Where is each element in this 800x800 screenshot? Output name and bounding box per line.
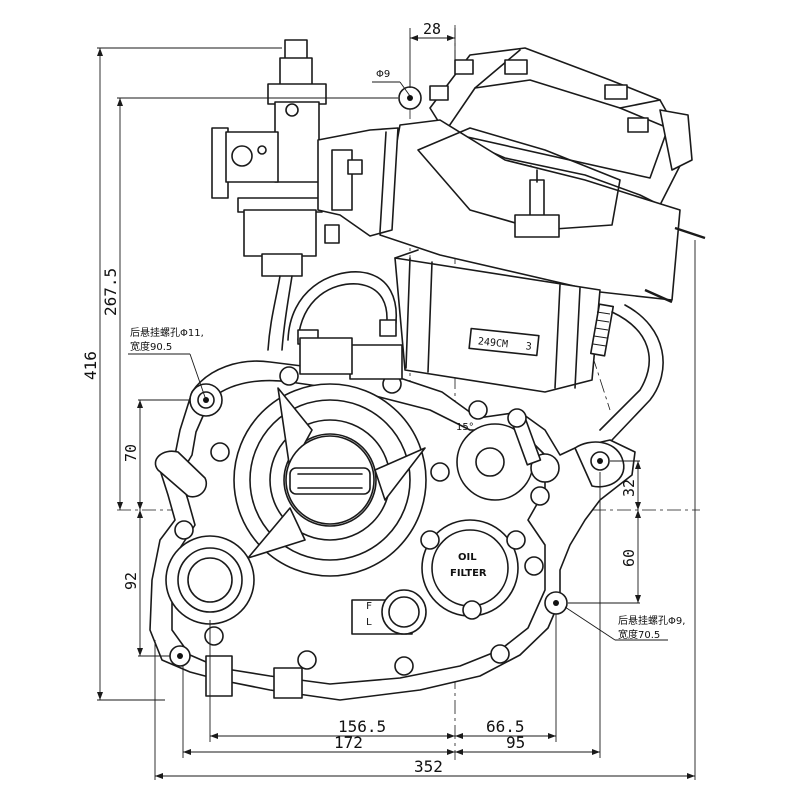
dim-width-right-outer: 95	[506, 733, 525, 752]
note-upper-left-line1: 后悬挂螺孔Φ11,	[130, 326, 204, 339]
dim-right-lower-height: 60	[620, 549, 638, 567]
cylinder-marking: 249CM	[477, 336, 508, 350]
dimension-lines	[97, 28, 696, 780]
oil-filter-text-line1: OIL	[458, 552, 477, 563]
note-upper-left-line2: 宽度90.5	[130, 340, 172, 353]
dim-top-offset: 28	[423, 20, 441, 38]
dim-width-right-inner: 66.5	[486, 717, 525, 736]
dim-rear-upper-height: 70	[122, 444, 140, 462]
note-lower-right-line1: 后悬挂螺孔Φ9,	[618, 614, 685, 627]
dim-right-upper-height: 32	[620, 479, 638, 497]
dimension-labels: 28 Φ9 416 267.5 70 92 32 60 156.5 66.5 1…	[81, 20, 685, 776]
oil-filter-text-line2: FILTER	[450, 568, 487, 579]
dipstick-mark-f: F	[366, 601, 372, 612]
dim-overall-height: 416	[81, 351, 100, 380]
dim-angle: 15°	[456, 422, 474, 433]
dim-bolt-dia: Φ9	[376, 69, 390, 80]
tensioner-spring	[589, 303, 615, 357]
dim-width-left-outer: 172	[334, 733, 363, 752]
dim-overall-width: 352	[414, 757, 443, 776]
cylinder-head: 249CM 3	[379, 47, 706, 441]
dim-cylinder-height: 267.5	[101, 268, 120, 316]
carburetor	[211, 39, 399, 351]
dipstick-mark-l: L	[366, 617, 372, 628]
note-lower-right-line2: 宽度70.5	[618, 628, 660, 641]
cylinder-marking-suffix: 3	[525, 341, 532, 353]
dim-width-left-inner: 156.5	[338, 717, 386, 736]
dim-lower-height: 92	[122, 572, 140, 590]
